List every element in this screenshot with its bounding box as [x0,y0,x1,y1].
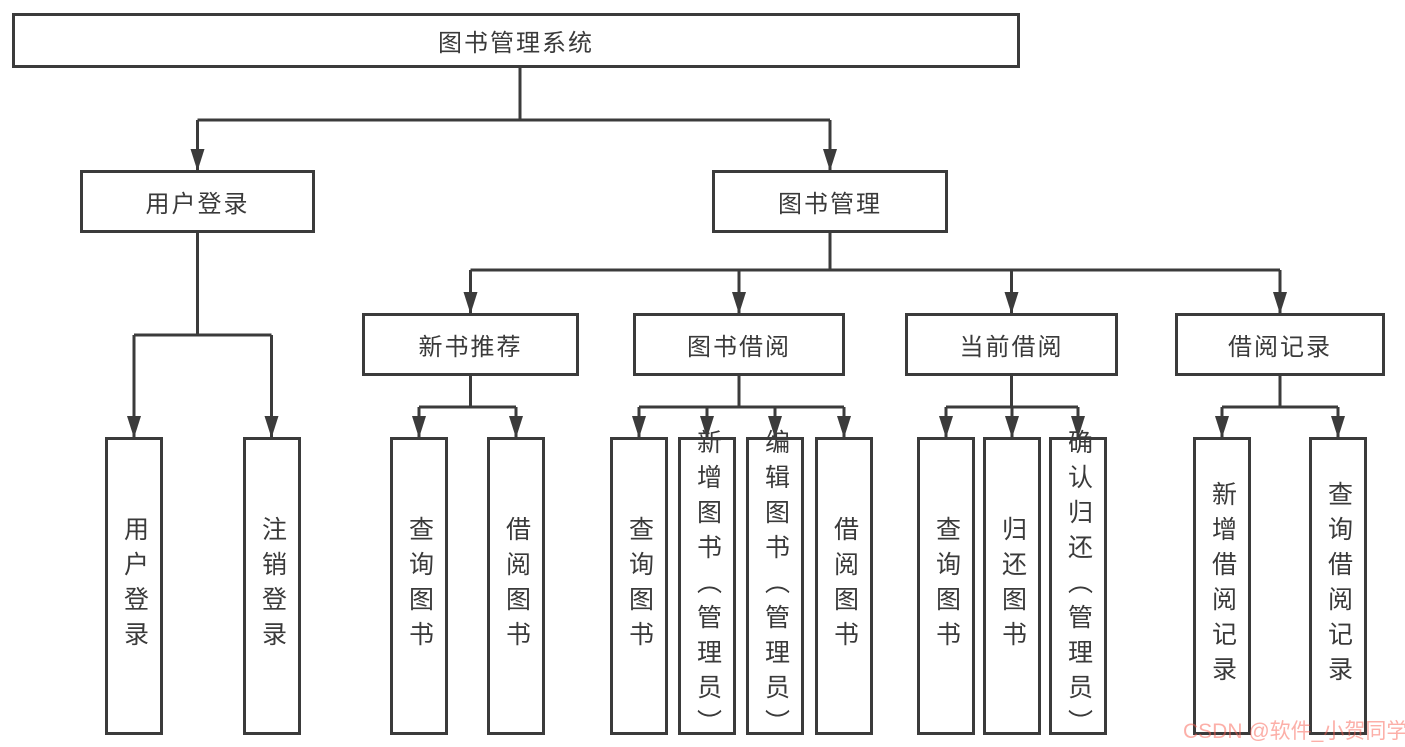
leaf-query-books-borrowing: 查询图书 [610,437,668,735]
node-current-borrowing: 当前借阅 [905,313,1118,376]
leaf-edit-book-admin-label: 编辑图书（管理员） [761,428,790,744]
node-book-management: 图书管理 [712,170,948,233]
leaf-query-borrow-record-label: 查询借阅记录 [1324,481,1353,691]
leaf-add-borrow-record-label: 新增借阅记录 [1208,481,1237,691]
connector-new-book-recommend [412,374,523,438]
connector-user-login [127,231,279,438]
leaf-logout-login-label: 注销登录 [258,516,287,656]
leaf-return-book: 归还图书 [983,437,1041,735]
leaf-query-books-recommend: 查询图书 [390,437,448,735]
connector-book-borrowing [632,374,851,438]
watermark: CSDN @软件_小贺同学 [1183,720,1405,743]
leaf-add-book-admin-label: 新增图书（管理员） [693,428,722,744]
leaf-borrow-books-recommend-label: 借阅图书 [502,516,531,656]
leaf-logout-login: 注销登录 [243,437,301,735]
leaf-user-login-label: 用户登录 [120,516,149,656]
leaf-query-books-current-label: 查询图书 [932,516,961,656]
node-new-book-recommend: 新书推荐 [362,313,579,376]
leaf-borrow-books-borrowing-label: 借阅图书 [830,516,859,656]
leaf-confirm-return-admin-label: 确认归还（管理员） [1064,428,1093,744]
leaf-query-books-borrowing-label: 查询图书 [625,516,654,656]
leaf-add-book-admin: 新增图书（管理员） [678,429,736,744]
connector-borrowing-records [1215,374,1345,438]
leaf-borrow-books-borrowing: 借阅图书 [815,437,873,735]
connector-current-borrowing [939,374,1085,438]
leaf-return-book-label: 归还图书 [998,516,1027,656]
leaf-user-login: 用户登录 [105,437,163,735]
node-user-login: 用户登录 [80,170,315,233]
leaf-query-borrow-record: 查询借阅记录 [1309,437,1367,735]
connector-book-management [463,231,1287,314]
leaf-query-books-recommend-label: 查询图书 [405,516,434,656]
node-borrowing-records: 借阅记录 [1175,313,1385,376]
leaf-borrow-books-recommend: 借阅图书 [487,437,545,735]
leaf-add-borrow-record: 新增借阅记录 [1193,437,1251,735]
node-book-borrowing: 图书借阅 [633,313,845,376]
leaf-query-books-current: 查询图书 [917,437,975,735]
leaf-edit-book-admin: 编辑图书（管理员） [746,429,804,744]
connector-root [190,66,837,171]
leaf-confirm-return-admin: 确认归还（管理员） [1049,429,1107,744]
node-library-management-system: 图书管理系统 [12,13,1020,68]
